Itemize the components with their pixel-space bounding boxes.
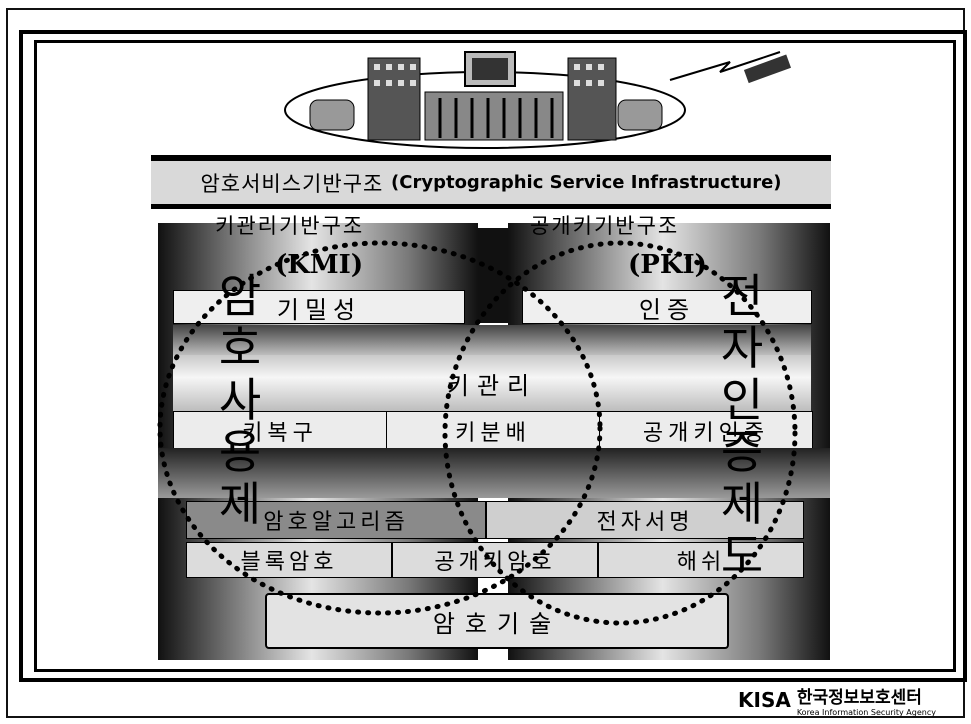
shading-band-lower: [158, 448, 830, 498]
vertical-char: 암: [218, 269, 262, 323]
vertical-char: 제: [218, 477, 262, 531]
vertical-char: 용: [218, 425, 262, 479]
pillar-gap: [478, 228, 508, 323]
public-key-certification-cell: 공개키인증: [600, 412, 812, 449]
vertical-char: 사: [218, 373, 262, 427]
key-management-row: 키복구 키분배 공개키인증: [173, 411, 813, 450]
logo-korean: 한국정보보호센터: [796, 688, 922, 708]
kmi-header: (KMI): [275, 250, 364, 280]
key-recovery-cell: 키복구: [174, 412, 387, 449]
logo-english: Korea Information Security Agency: [796, 708, 936, 717]
digital-signature-box: 전자서명: [486, 501, 804, 539]
vertical-char: 전: [720, 269, 764, 323]
crypto-usage-policy-vertical: 암 호 사 용 제: [210, 270, 270, 530]
title-english: (Cryptographic Service Infrastructure): [391, 172, 782, 193]
page-title: 암호서비스기반구조 (Cryptographic Service Infrast…: [151, 155, 831, 209]
key-distribution-cell: 키분배: [387, 412, 600, 449]
confidentiality-box: 기밀성: [173, 290, 465, 324]
header-illustration: [284, 51, 792, 149]
pki-header: (PKI): [628, 250, 707, 280]
title-korean: 암호서비스기반구조: [200, 171, 384, 196]
logo-mark: KISA: [738, 688, 791, 712]
vertical-char: 제: [720, 477, 764, 531]
digital-certification-policy-vertical: 전 자 인 증 제 도: [712, 270, 772, 582]
kisa-logo: KISA 한국정보보호센터 Korea Information Security…: [738, 683, 936, 717]
vertical-char: 자: [720, 321, 764, 375]
pki-label: 공개키기반구조: [530, 214, 680, 238]
key-management-box: 키관리: [173, 355, 811, 411]
vertical-char: 호: [218, 321, 262, 375]
kmi-label: 키관리기반구조: [215, 214, 365, 238]
hash-cell: 해쉬: [598, 542, 804, 578]
vertical-char: 도: [720, 529, 764, 583]
vertical-char: 인: [720, 373, 764, 427]
algorithm-row: 암호알고리즘 전자서명: [186, 501, 804, 539]
block-cipher-cell: 블록암호: [186, 542, 392, 578]
public-key-cipher-cell: 공개키암호: [392, 542, 598, 578]
authentication-box: 인증: [522, 290, 812, 324]
slide-inner-frame: [34, 40, 956, 672]
primitive-row: 블록암호 공개키암호 해쉬: [186, 542, 804, 578]
crypto-algorithm-box: 암호알고리즘: [186, 501, 486, 539]
slide-frame: [19, 30, 967, 682]
dotted-ellipses: [157, 240, 798, 626]
shading-band: [173, 325, 811, 355]
vertical-char: 증: [720, 425, 764, 479]
cryptography-technology-box: 암호기술: [265, 593, 729, 649]
